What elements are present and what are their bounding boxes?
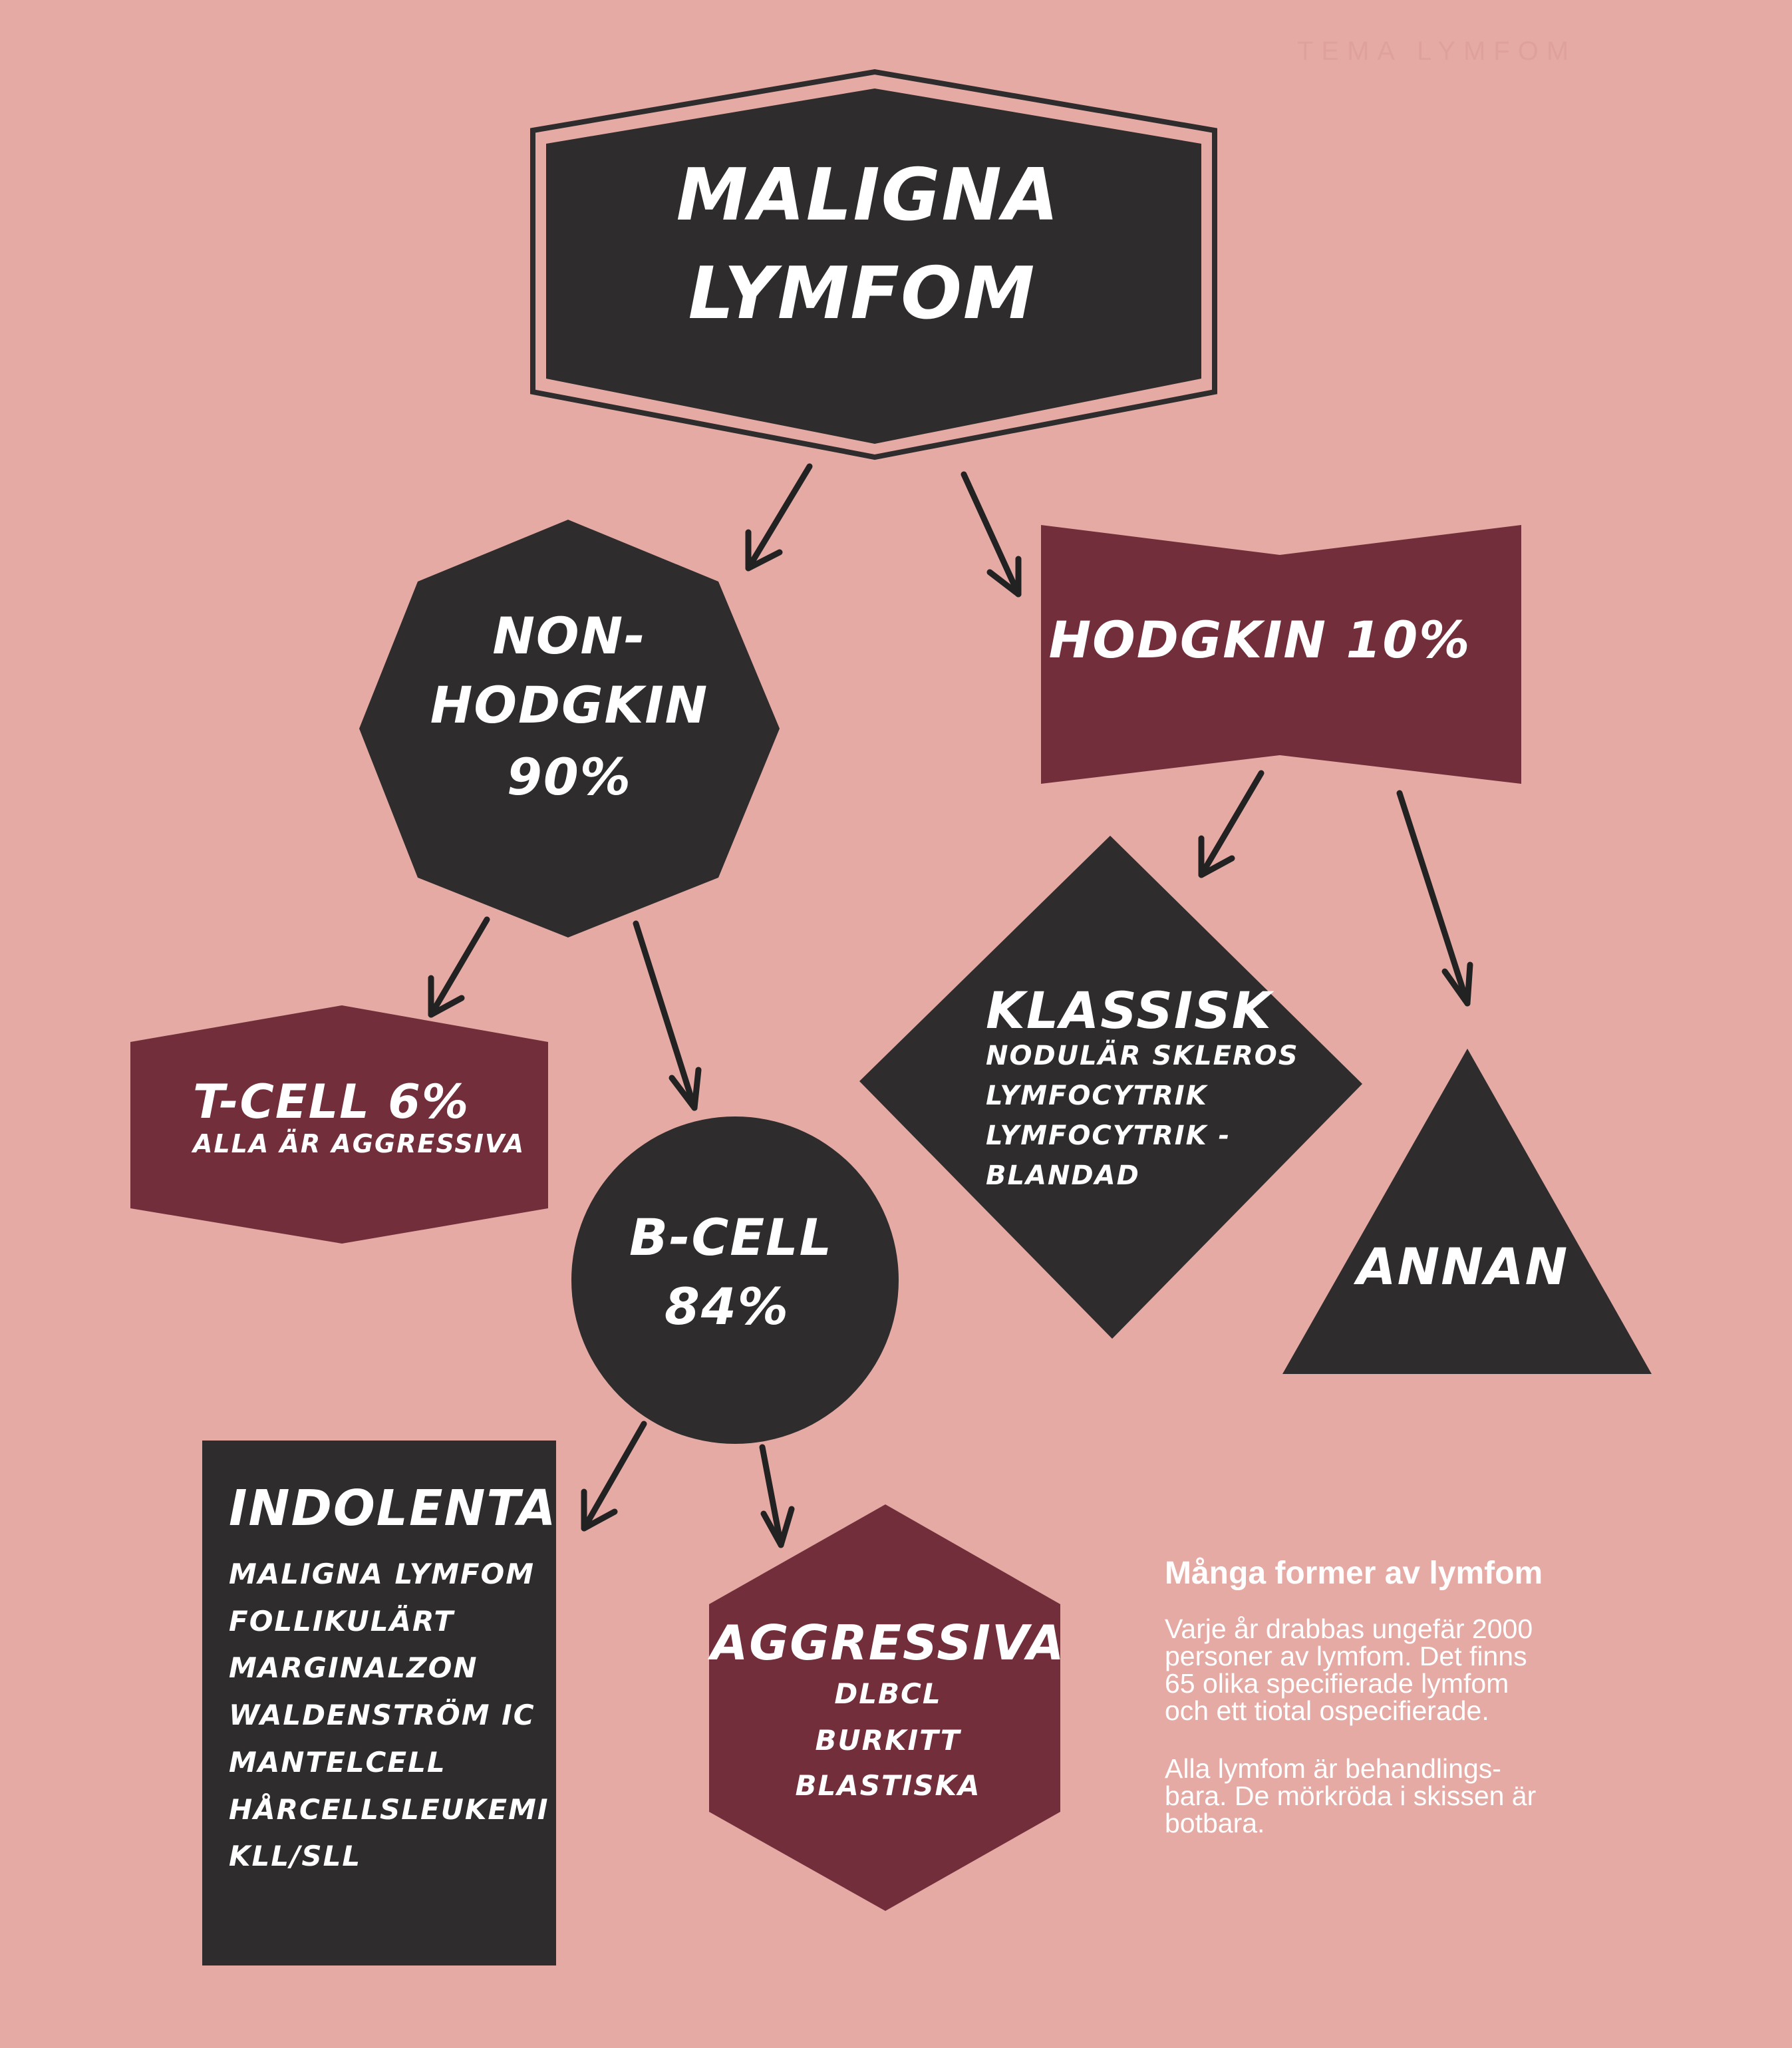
arrow-bcell-to-indolenta-icon [581,1421,647,1532]
klassisk-item: LYMFOCYTRIK [986,1081,1209,1111]
info-para2-line: botbara. [1165,1808,1265,1838]
info-para1-line: Varje år drabbas ungefär 2000 [1165,1614,1533,1644]
root-title-line1: MALIGNA [676,154,1060,237]
info-para1-line: personer av lymfom. Det finns [1165,1641,1527,1671]
b-cell-line1: B-CELL [629,1208,833,1267]
indolenta-item: WALDENSTRÖM IC [229,1698,535,1731]
indolenta-label: INDOLENTA [229,1480,557,1537]
indolenta-item: MARGINALZON [229,1651,478,1684]
arrow-bcell-to-aggressiva-icon [759,1444,795,1548]
aggressiva-item: BURKITT [816,1724,962,1757]
non-hodgkin-line2: HODGKIN [430,675,708,735]
hodgkin-label: HODGKIN 10% [1049,610,1471,669]
klassisk-node: KLASSISK NODULÄR SKLEROS LYMFOCYTRIK LYM… [859,836,1362,1339]
arrow-hodgkin-to-klassisk-icon [1198,770,1265,878]
indolenta-item: MANTELCELL [229,1746,446,1779]
root-node: MALIGNA LYMFOM [530,69,1217,460]
arrows [428,463,1473,1548]
t-cell-sub: ALLA ÄR AGGRESSIVA [191,1129,525,1158]
root-title-line2: LYMFOM [688,252,1036,335]
b-cell-node: B-CELL 84% [571,1116,899,1444]
arrow-nonhodgkin-to-tcell-icon [428,916,490,1018]
watermark: TEMA LYMFOM [1297,37,1576,66]
diamond-shape [859,836,1362,1339]
klassisk-item: BLANDAD [986,1160,1140,1191]
annan-node: ANNAN [1282,1049,1652,1374]
circle-shape [571,1116,899,1444]
t-cell-node: T-CELL 6% ALLA ÄR AGGRESSIVA [130,1005,548,1244]
root-shape [546,88,1201,444]
non-hodgkin-line1: NON- [492,606,646,665]
indolenta-item: FOLLIKULÄRT [229,1604,455,1637]
info-heading: Många former av lymfom [1165,1556,1543,1591]
b-cell-line2: 84% [665,1277,790,1336]
klassisk-item: NODULÄR SKLEROS [986,1039,1299,1071]
non-hodgkin-node: NON- HODGKIN 90% [359,520,780,938]
hexagon-shape [709,1504,1060,1911]
indolenta-item: KLL/SLL [229,1840,361,1872]
indolenta-item: HÅRCELLSLEUKEMI [229,1792,549,1826]
root-outline [530,69,1217,460]
hexagon-shape [130,1005,548,1244]
aggressiva-node: AGGRESSIVA DLBCL BURKITT BLASTISKA [707,1504,1065,1911]
info-para2-line: bara. De mörkröda i skissen är [1165,1781,1536,1811]
arrow-root-to-nonhodgkin-icon [745,463,813,572]
non-hodgkin-line3: 90% [507,747,632,806]
aggressiva-item: BLASTISKA [795,1769,980,1802]
arrow-hodgkin-to-annan-icon [1396,790,1473,1007]
hodgkin-node: HODGKIN 10% [1041,525,1521,784]
t-cell-label: T-CELL 6% [193,1075,470,1129]
bowtie-shape [1041,525,1521,784]
octagon-shape [359,520,780,938]
aggressiva-label: AGGRESSIVA [707,1615,1065,1671]
arrow-nonhodgkin-to-bcell-icon [633,920,702,1111]
klassisk-item: LYMFOCYTRIK - [986,1120,1231,1151]
klassisk-label: KLASSISK [986,981,1274,1040]
triangle-shape [1282,1049,1652,1374]
annan-label: ANNAN [1354,1237,1568,1296]
info-block: Många former av lymfom Varje år drabbas … [1165,1556,1543,1838]
info-para1-line: 65 olika specifierade lymfom [1165,1668,1509,1699]
indolenta-item: MALIGNA LYMFOM [229,1558,535,1590]
aggressiva-item: DLBCL [834,1677,941,1710]
indolenta-node: INDOLENTA MALIGNA LYMFOM FOLLIKULÄRT MAR… [202,1441,557,1965]
arrow-root-to-hodgkin-icon [961,471,1022,597]
info-para1-line: och ett tiotal ospecifierade. [1165,1695,1489,1726]
rectangle-shape [202,1441,556,1965]
info-para2-line: Alla lymfom är behandlings- [1165,1753,1501,1784]
